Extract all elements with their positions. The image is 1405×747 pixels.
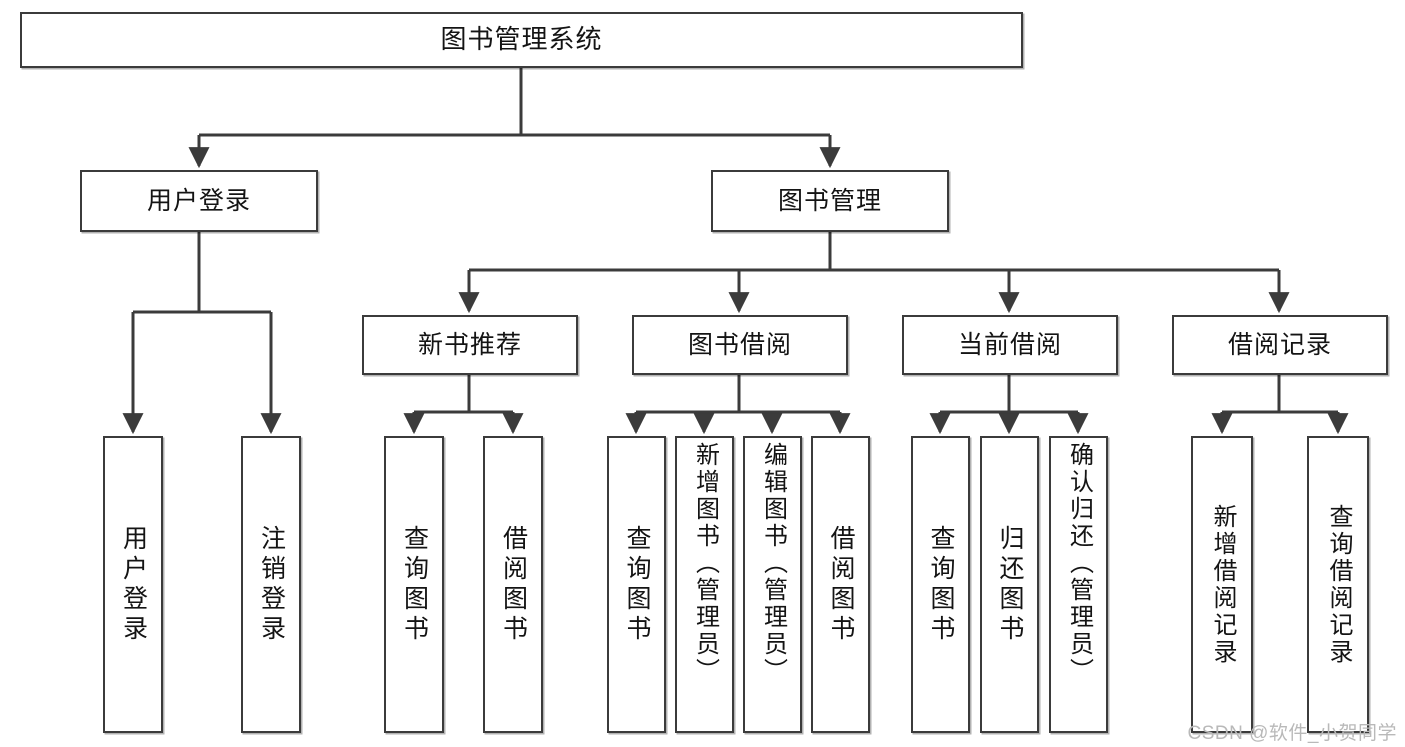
leaf-confirm-return-admin[interactable]: 确认归还（管理员） bbox=[1049, 436, 1108, 733]
node-label: 新书推荐 bbox=[417, 331, 522, 359]
leaf-add-book-admin[interactable]: 新增图书（管理员） bbox=[675, 436, 734, 733]
node-book-borrow[interactable]: 图书借阅 bbox=[632, 315, 848, 375]
node-label: 归还图书 bbox=[996, 524, 1024, 645]
node-new-book-recommend[interactable]: 新书推荐 bbox=[362, 315, 578, 375]
node-label: 注销登录 bbox=[257, 524, 286, 645]
leaf-borrow-query-book[interactable]: 查询图书 bbox=[607, 436, 666, 733]
leaf-logout[interactable]: 注销登录 bbox=[241, 436, 301, 733]
leaf-add-borrow-record[interactable]: 新增借阅记录 bbox=[1191, 436, 1253, 733]
csdn-watermark: CSDN @软件_小贺同学 bbox=[1187, 723, 1397, 744]
leaf-borrow-book[interactable]: 借阅图书 bbox=[811, 436, 870, 733]
leaf-new-book-borrow[interactable]: 借阅图书 bbox=[483, 436, 543, 733]
node-label: 图书管理 bbox=[777, 187, 882, 215]
leaf-user-login[interactable]: 用户登录 bbox=[103, 436, 163, 733]
node-label: 新增图书（管理员） bbox=[691, 442, 719, 685]
leaf-current-query-book[interactable]: 查询图书 bbox=[911, 436, 970, 733]
node-label: 借阅图书 bbox=[827, 524, 855, 645]
node-label: 查询图书 bbox=[927, 524, 955, 645]
node-label: 图书管理系统 bbox=[440, 24, 603, 55]
leaf-query-borrow-record[interactable]: 查询借阅记录 bbox=[1307, 436, 1369, 733]
node-label: 查询借阅记录 bbox=[1325, 503, 1352, 666]
leaf-return-book[interactable]: 归还图书 bbox=[980, 436, 1039, 733]
node-root-system[interactable]: 图书管理系统 bbox=[20, 12, 1023, 68]
leaf-edit-book-admin[interactable]: 编辑图书（管理员） bbox=[743, 436, 802, 733]
node-label: 确认归还（管理员） bbox=[1065, 442, 1093, 685]
node-label: 借阅记录 bbox=[1227, 331, 1332, 359]
node-label: 编辑图书（管理员） bbox=[759, 442, 787, 685]
leaf-new-book-query[interactable]: 查询图书 bbox=[384, 436, 444, 733]
node-label: 当前借阅 bbox=[957, 331, 1062, 359]
node-label: 查询图书 bbox=[623, 524, 651, 645]
node-label: 查询图书 bbox=[400, 524, 429, 645]
node-label: 新增借阅记录 bbox=[1209, 503, 1236, 666]
node-user-login[interactable]: 用户登录 bbox=[80, 170, 318, 232]
node-label: 图书借阅 bbox=[687, 331, 792, 359]
node-label: 用户登录 bbox=[119, 524, 148, 645]
node-current-borrow[interactable]: 当前借阅 bbox=[902, 315, 1118, 375]
node-book-management[interactable]: 图书管理 bbox=[711, 170, 949, 232]
node-borrow-record[interactable]: 借阅记录 bbox=[1172, 315, 1388, 375]
node-label: 用户登录 bbox=[146, 187, 251, 215]
node-label: 借阅图书 bbox=[499, 524, 528, 645]
